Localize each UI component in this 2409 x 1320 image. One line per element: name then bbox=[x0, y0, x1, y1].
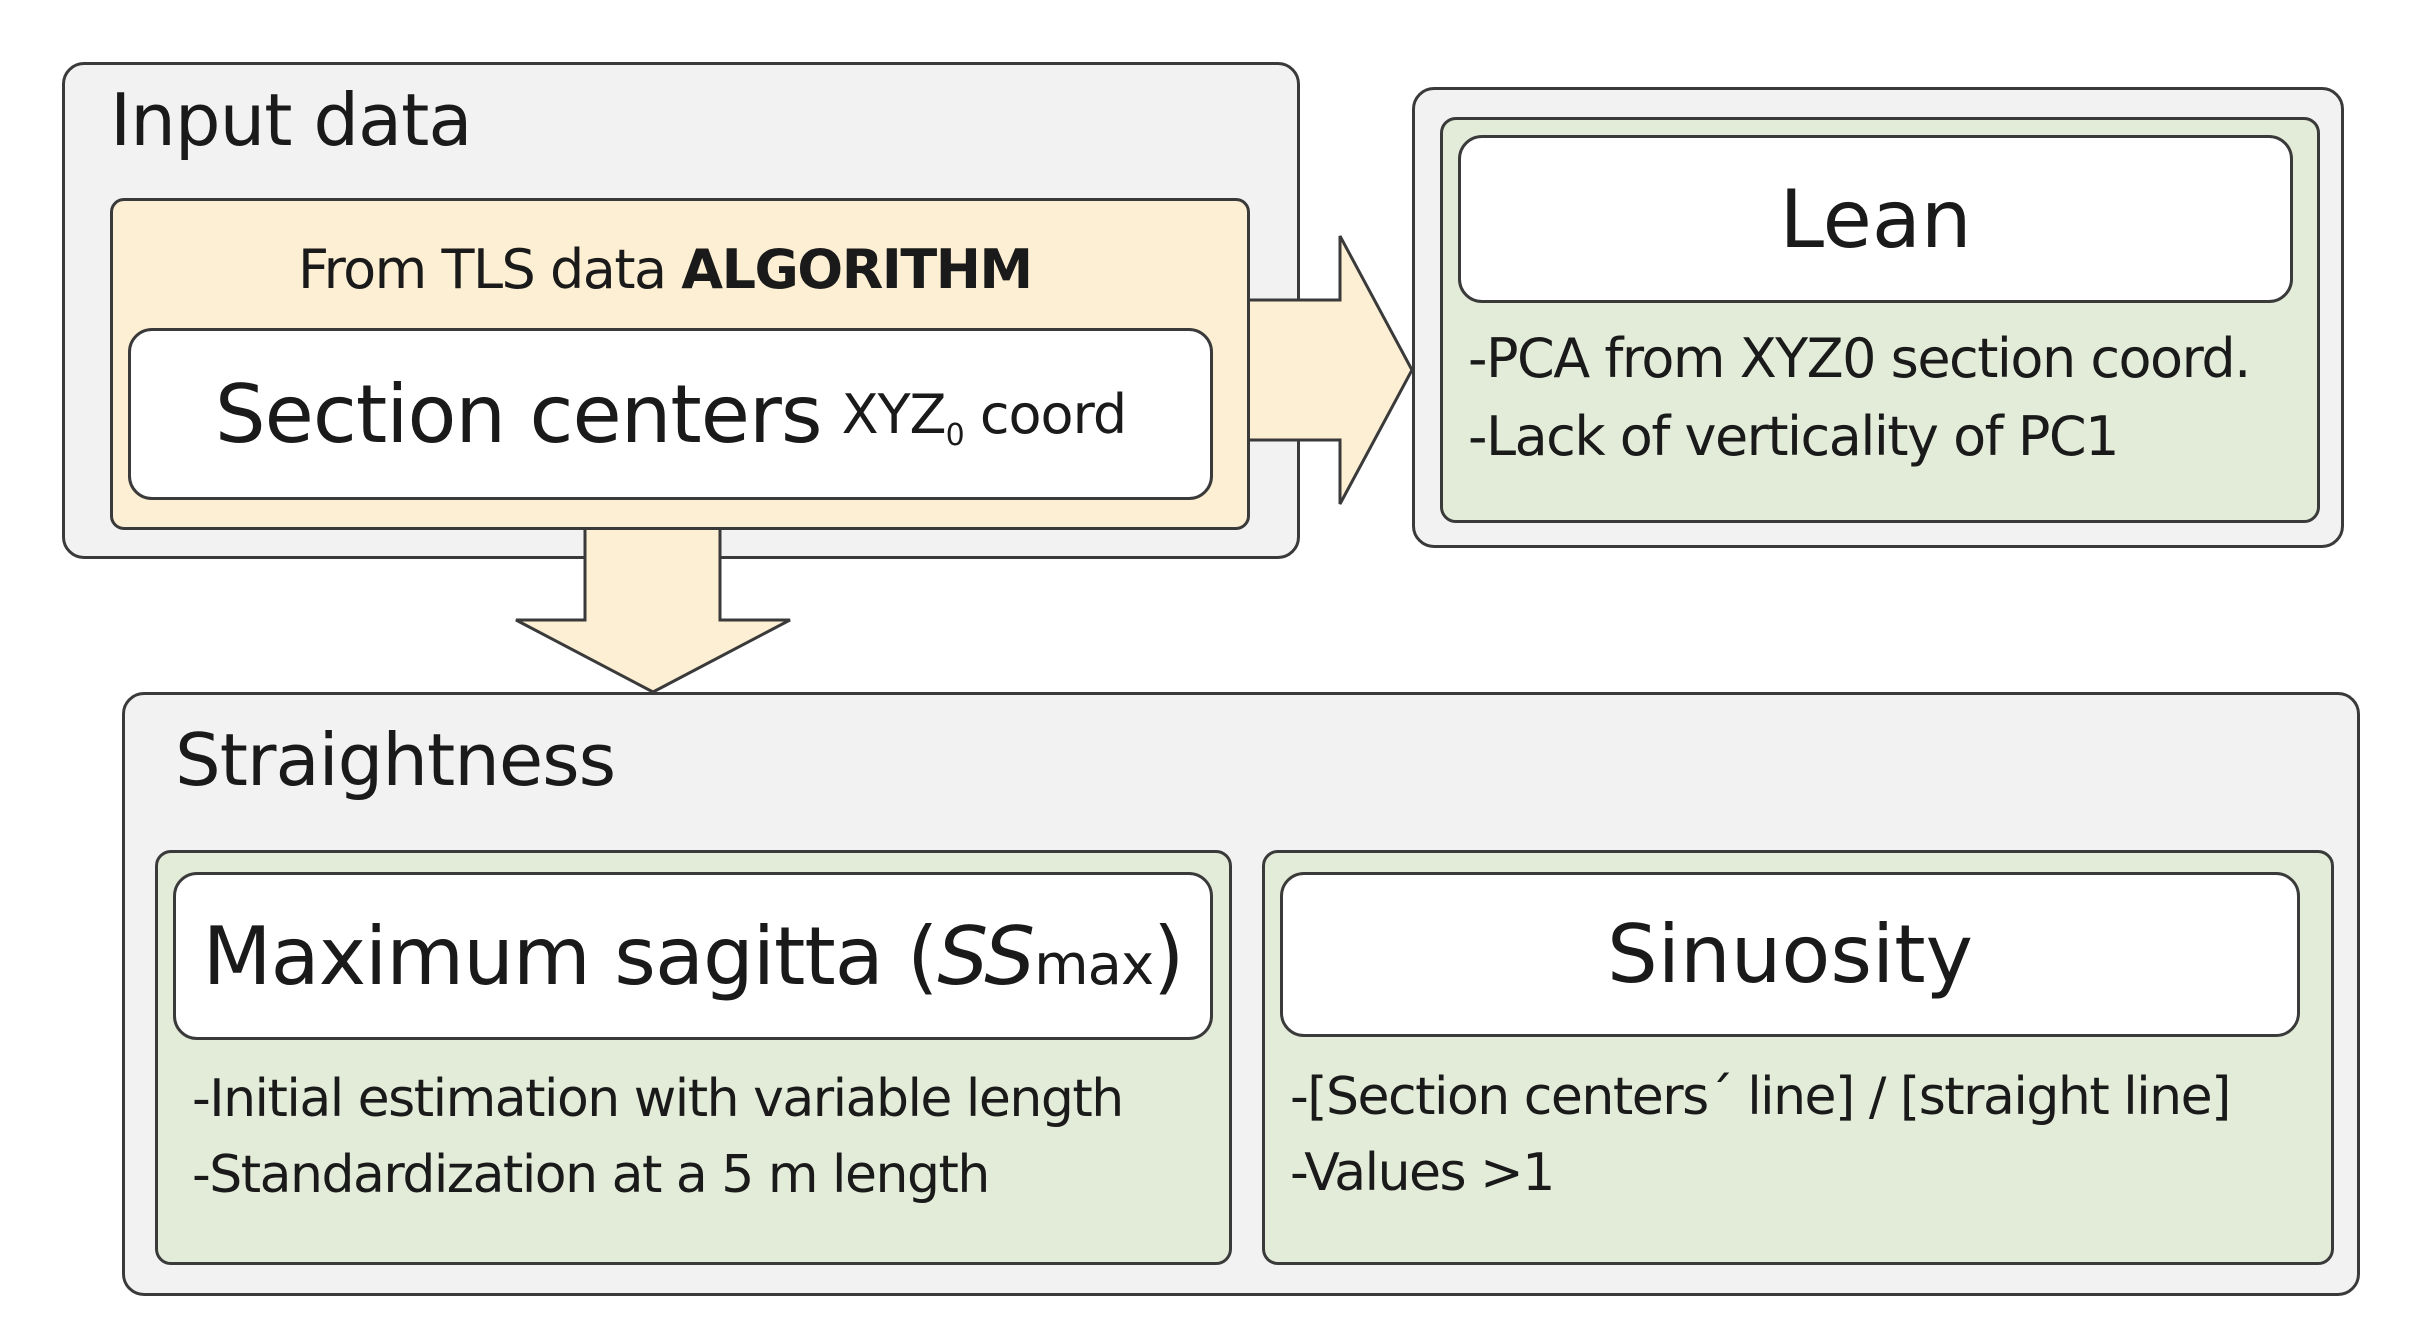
sagitta-title: Maximum sagitta (SSmax) bbox=[202, 909, 1185, 1003]
straightness-title: Straightness bbox=[175, 718, 616, 802]
sinuosity-title-box: Sinuosity bbox=[1280, 872, 2300, 1037]
algorithm-label: From TLS data ALGORITHM bbox=[298, 238, 1033, 301]
sagitta-line-1: -Initial estimation with variable length bbox=[192, 1069, 1124, 1129]
lean-line-1: -PCA from XYZ0 section coord. bbox=[1468, 327, 2251, 390]
algorithm-source-text: From TLS data bbox=[298, 238, 667, 301]
sagitta-line-2: -Standardization at a 5 m length bbox=[192, 1145, 990, 1205]
lean-title-box: Lean bbox=[1458, 135, 2293, 303]
lean-title: Lean bbox=[1779, 172, 1972, 266]
sinuosity-title: Sinuosity bbox=[1607, 908, 1973, 1001]
section-centers-box: Section centers XYZ0 coord bbox=[128, 328, 1213, 500]
right-arrow bbox=[1238, 235, 1414, 505]
algorithm-bold-text: ALGORITHM bbox=[681, 238, 1033, 301]
section-centers-label: Section centers bbox=[214, 367, 823, 461]
lean-line-2: -Lack of verticality of PC1 bbox=[1468, 405, 2119, 468]
input-data-title: Input data bbox=[110, 78, 472, 162]
sinuosity-line-2: -Values >1 bbox=[1290, 1143, 1555, 1203]
sinuosity-line-1: -[Section centers´ line] / [straight lin… bbox=[1290, 1067, 2231, 1127]
section-coord-label: XYZ0 coord bbox=[841, 383, 1128, 453]
down-arrow bbox=[515, 498, 791, 694]
sagitta-title-box: Maximum sagitta (SSmax) bbox=[173, 872, 1213, 1040]
